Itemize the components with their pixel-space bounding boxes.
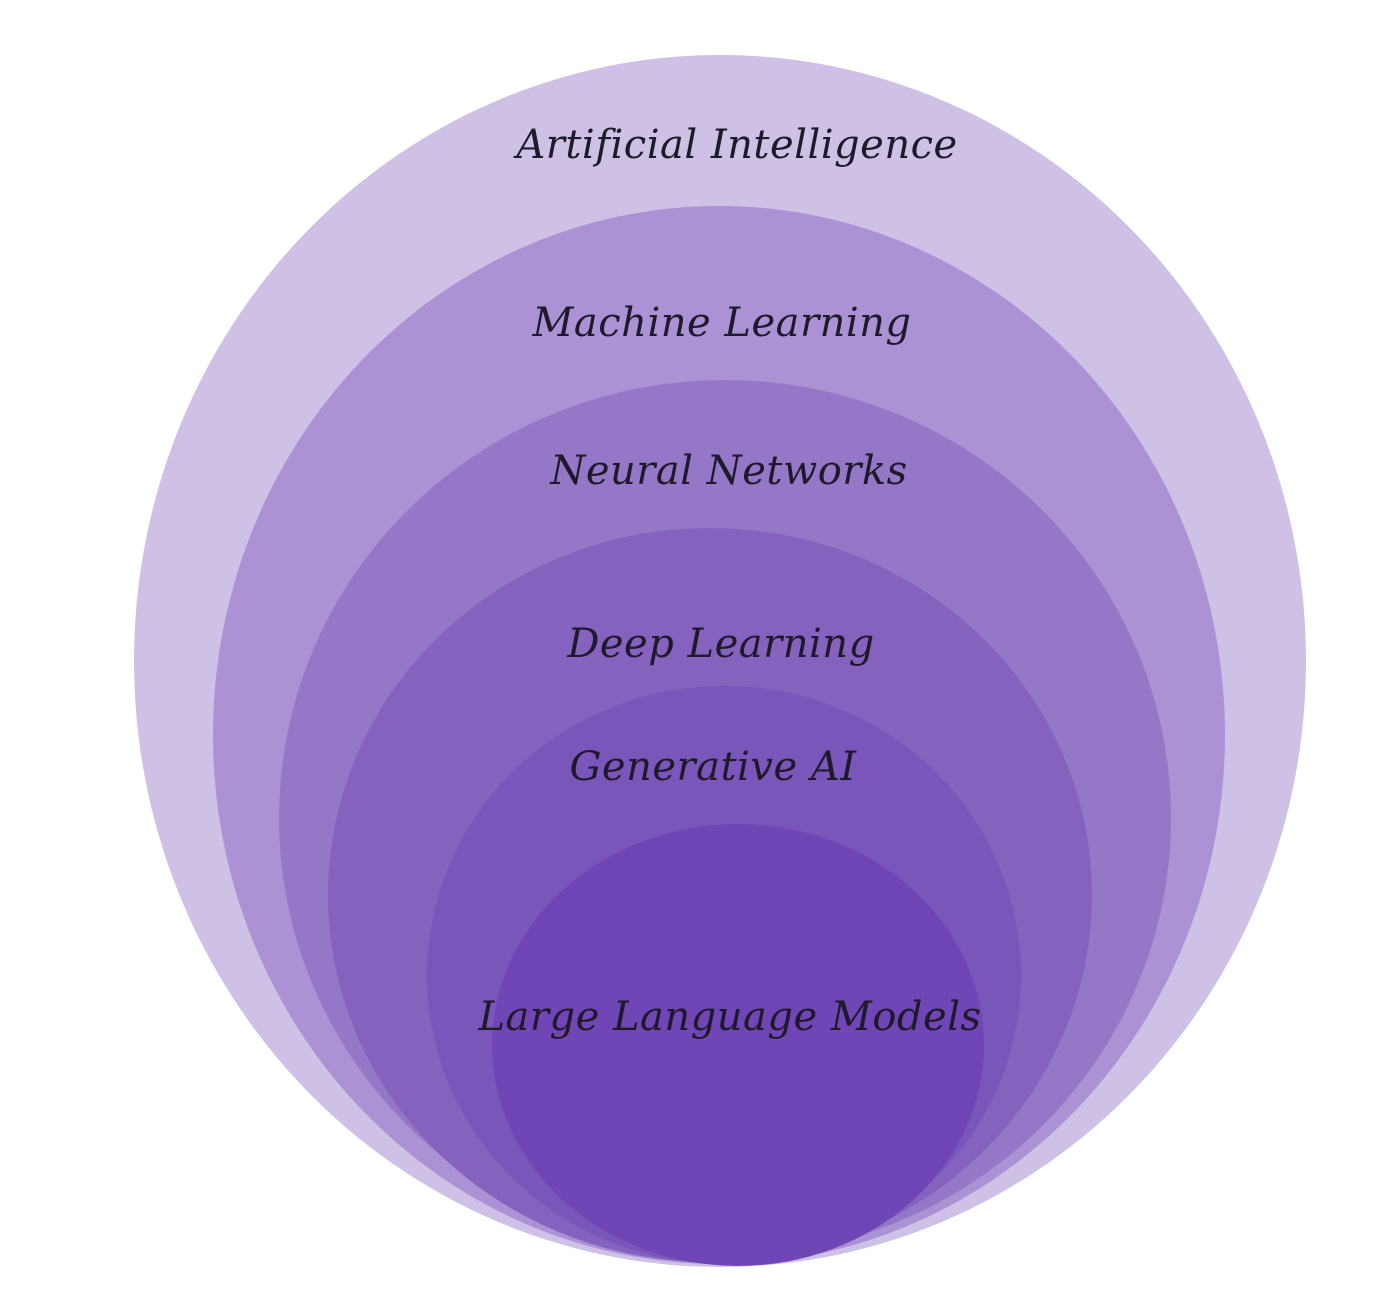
layer-label-nn: Neural Networks: [549, 448, 907, 494]
layer-label-genai: Generative AI: [569, 744, 857, 790]
layer-label-llm: Large Language Models: [477, 994, 981, 1040]
layer-llm-circle: [492, 824, 984, 1266]
layer-label-ai: Artificial Intelligence: [512, 122, 957, 168]
layer-label-dl: Deep Learning: [566, 621, 874, 667]
layer-label-ml: Machine Learning: [531, 300, 911, 346]
